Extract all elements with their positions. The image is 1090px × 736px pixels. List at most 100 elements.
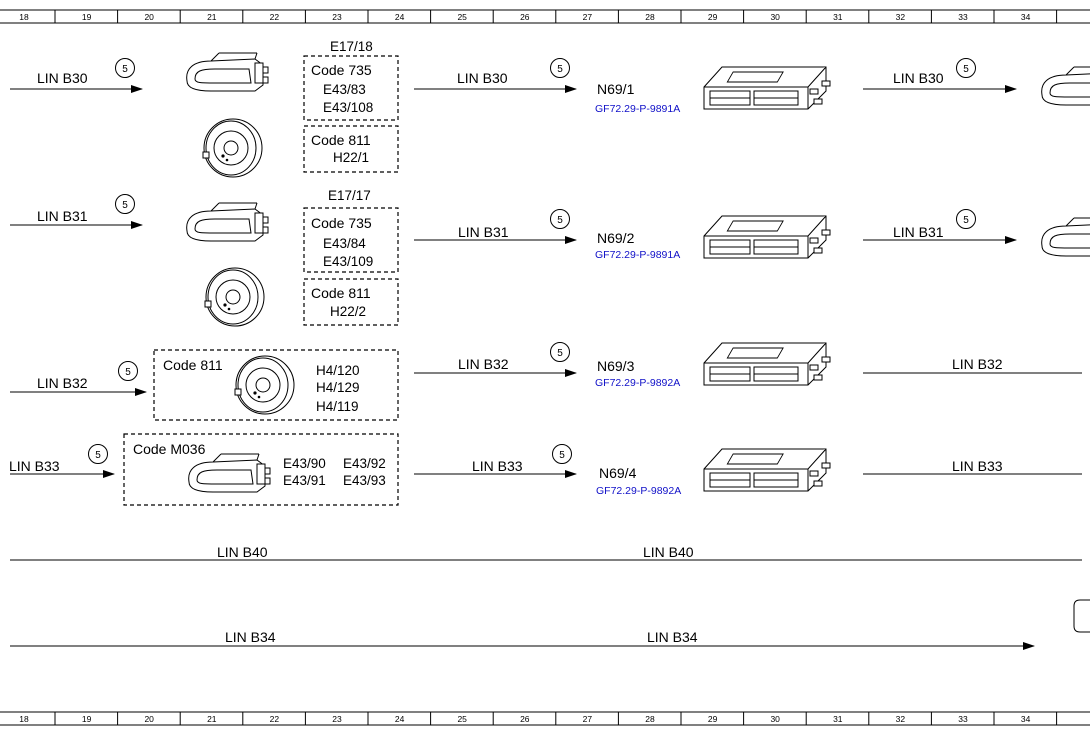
bus-label: LIN B33 (472, 458, 523, 474)
connector-icon (1073, 599, 1090, 633)
component-label: E43/84 (323, 236, 366, 251)
connector-ref-circle: 5 (956, 209, 976, 229)
column-number: 22 (270, 12, 280, 22)
component-label: H22/2 (330, 304, 366, 319)
column-number: 18 (19, 12, 29, 22)
column-number: 30 (770, 12, 780, 22)
column-number: 32 (896, 714, 906, 724)
connector-ref-circle: 5 (550, 342, 570, 362)
interior-lamp-icon (186, 202, 269, 242)
column-number: 29 (708, 714, 718, 724)
interior-lamp-icon (186, 52, 269, 92)
component-label: H22/1 (333, 150, 369, 165)
connector-ref-circle: 5 (956, 58, 976, 78)
code-box (123, 433, 399, 506)
connector-ref-circle: 5 (552, 444, 572, 464)
column-number: 25 (457, 12, 467, 22)
module-label: N69/3 (597, 358, 635, 374)
component-label: E43/91 (283, 473, 326, 488)
code-label: Code 811 (163, 357, 223, 373)
connector-ref-circle: 5 (550, 58, 570, 78)
connector-ref-circle: 5 (115, 58, 135, 78)
svg-text:5: 5 (557, 64, 563, 75)
control-module-icon (703, 342, 831, 386)
bus-label: LIN B30 (893, 70, 944, 86)
bus-label: LIN B32 (952, 356, 1003, 372)
connector-ref-circle: 5 (88, 444, 108, 464)
column-number: 25 (457, 714, 467, 724)
row-lin-b32: LIN B32 5 Code 811 H4/120 H4/129 H4/119 … (10, 342, 1082, 421)
bus-label: LIN B34 (225, 629, 276, 645)
module-label: N69/4 (599, 465, 637, 481)
svg-text:5: 5 (963, 64, 969, 75)
column-number: 27 (583, 12, 593, 22)
column-number: 24 (395, 12, 405, 22)
row-lin-b30: LIN B30 5 E17/18 Code 735 E43/83 E43/108… (10, 39, 1090, 178)
bus-label: LIN B31 (458, 224, 509, 240)
group-title: E17/18 (330, 39, 373, 54)
column-number: 18 (19, 714, 29, 724)
component-label: E43/83 (323, 82, 366, 97)
module-label: N69/2 (597, 230, 635, 246)
column-number: 22 (270, 714, 280, 724)
column-number: 20 (144, 12, 154, 22)
column-number: 31 (833, 714, 843, 724)
reference-link[interactable]: GF72.29-P-9891A (595, 103, 680, 115)
line-lin-b34: LIN B34 LIN B34 (10, 599, 1090, 650)
bus-label: LIN B32 (37, 375, 88, 391)
control-module-icon (703, 448, 831, 492)
reference-link[interactable]: GF72.29-P-9892A (595, 377, 680, 389)
interior-lamp-icon (188, 453, 271, 493)
column-number: 23 (332, 714, 342, 724)
reference-link[interactable]: GF72.29-P-9892A (596, 485, 681, 497)
code-box (303, 55, 399, 121)
column-number: 31 (833, 12, 843, 22)
column-number: 29 (708, 12, 718, 22)
svg-text:5: 5 (963, 215, 969, 226)
bus-label: LIN B33 (952, 458, 1003, 474)
column-number: 21 (207, 714, 217, 724)
code-label: Code 735 (311, 62, 372, 78)
control-module-icon (703, 215, 831, 259)
column-number: 32 (896, 12, 906, 22)
line-lin-b40: LIN B40 LIN B40 (10, 544, 1082, 561)
connector-ref-circle: 5 (115, 194, 135, 214)
module-label: N69/1 (597, 81, 635, 97)
column-number: 30 (770, 714, 780, 724)
column-number: 19 (82, 12, 92, 22)
component-label: E43/93 (343, 473, 386, 488)
bus-label: LIN B31 (37, 208, 88, 224)
reference-link[interactable]: GF72.29-P-9891A (595, 249, 680, 261)
bus-label: LIN B34 (647, 629, 698, 645)
column-number: 28 (645, 714, 655, 724)
row-lin-b31: LIN B31 5 E17/17 Code 735 E43/84 E43/109… (10, 188, 1090, 327)
bus-label: LIN B40 (643, 544, 694, 560)
column-number: 20 (144, 714, 154, 724)
interior-lamp-icon (1041, 217, 1090, 257)
column-number: 26 (520, 12, 530, 22)
round-lamp-icon (202, 118, 263, 178)
connector-ref-circle: 5 (550, 209, 570, 229)
component-label: E43/90 (283, 456, 326, 471)
code-label: Code 735 (311, 215, 372, 231)
round-lamp-icon (204, 267, 265, 327)
component-label: E43/108 (323, 100, 373, 115)
column-number: 34 (1021, 714, 1031, 724)
svg-text:5: 5 (559, 450, 565, 461)
column-number: 26 (520, 714, 530, 724)
bus-label: LIN B30 (457, 70, 508, 86)
svg-text:5: 5 (122, 64, 128, 75)
svg-text:5: 5 (95, 450, 101, 461)
component-label: H4/129 (316, 380, 360, 395)
component-label: E43/109 (323, 254, 373, 269)
column-number: 23 (332, 12, 342, 22)
control-module-icon (703, 66, 831, 110)
component-label: H4/119 (316, 399, 359, 414)
column-number: 19 (82, 714, 92, 724)
column-number: 21 (207, 12, 217, 22)
svg-text:5: 5 (122, 200, 128, 211)
code-label: Code 811 (311, 132, 371, 148)
group-title: E17/17 (328, 188, 371, 203)
